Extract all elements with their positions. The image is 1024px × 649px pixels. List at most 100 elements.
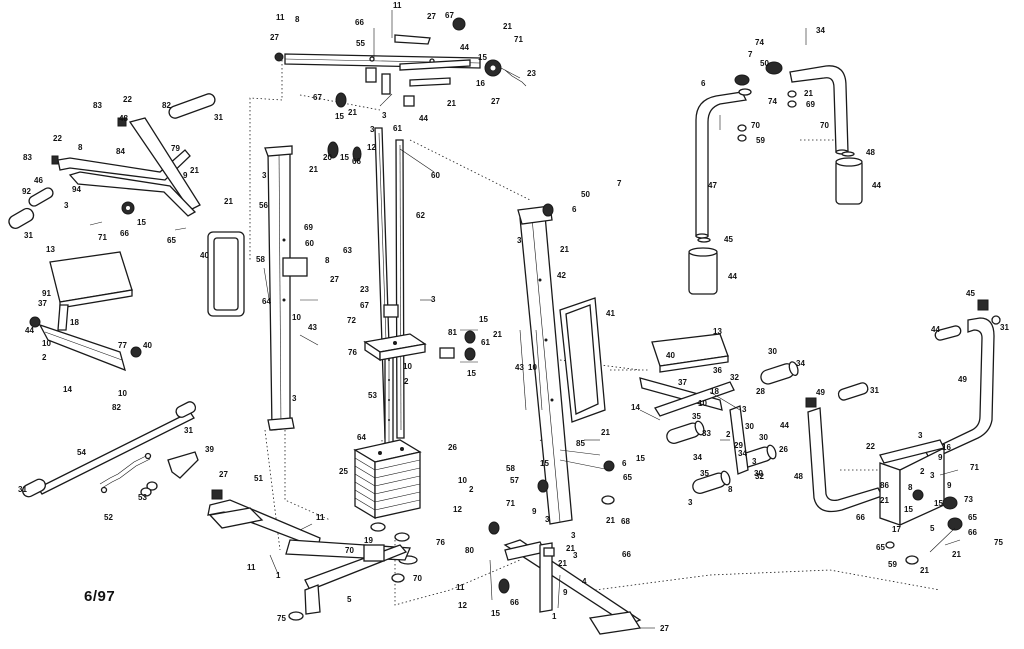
part-callout: 91 bbox=[42, 289, 51, 298]
part-callout: 23 bbox=[360, 285, 369, 294]
arm-pulleys bbox=[734, 61, 797, 142]
part-callout: 34 bbox=[816, 26, 825, 35]
part-callout: 66 bbox=[120, 229, 129, 238]
part-callout: 44 bbox=[460, 43, 469, 52]
back-pad-41 bbox=[559, 297, 606, 423]
part-callout: 9 bbox=[938, 453, 943, 462]
part-callout: 2 bbox=[726, 430, 731, 439]
part-callout: 3 bbox=[742, 405, 747, 414]
part-callout: 45 bbox=[966, 289, 975, 298]
arm-46 bbox=[695, 91, 747, 239]
part-callout: 20 bbox=[323, 153, 332, 162]
part-callout: 84 bbox=[116, 147, 125, 156]
part-callout: 10 bbox=[528, 363, 537, 372]
part-callout: 2 bbox=[469, 485, 474, 494]
part-callout: 8 bbox=[325, 256, 330, 265]
part-callout: 6 bbox=[622, 459, 627, 468]
part-callout: 3 bbox=[688, 498, 693, 507]
part-callout: 22 bbox=[123, 95, 132, 104]
part-callout: 66 bbox=[510, 598, 519, 607]
part-callout: 21 bbox=[503, 22, 512, 31]
part-callout: 35 bbox=[700, 469, 709, 478]
part-callout: 69 bbox=[806, 100, 815, 109]
part-callout: 69 bbox=[304, 223, 313, 232]
part-callout: 18 bbox=[710, 387, 719, 396]
part-callout: 3 bbox=[930, 471, 935, 480]
part-callout: 34 bbox=[796, 359, 805, 368]
part-callout: 66 bbox=[856, 513, 865, 522]
part-callout: 67 bbox=[445, 11, 454, 20]
part-callout: 22 bbox=[53, 134, 62, 143]
part-callout: 43 bbox=[308, 323, 317, 332]
part-callout: 21 bbox=[560, 245, 569, 254]
part-callout: 15 bbox=[540, 459, 549, 468]
part-callout: 15 bbox=[904, 505, 913, 514]
part-callout: 30 bbox=[768, 347, 777, 356]
pec-bracket-73 bbox=[879, 439, 963, 565]
part-callout: 27 bbox=[330, 275, 339, 284]
part-callout: 30 bbox=[759, 433, 768, 442]
part-callout: 32 bbox=[755, 472, 764, 481]
part-callout: 3 bbox=[64, 201, 69, 210]
part-callout: 3 bbox=[573, 551, 578, 560]
part-callout: 21 bbox=[952, 550, 961, 559]
part-callout: 10 bbox=[42, 339, 51, 348]
part-callout: 15 bbox=[934, 499, 943, 508]
part-callout: 22 bbox=[866, 442, 875, 451]
part-callout: 21 bbox=[309, 165, 318, 174]
part-callout: 27 bbox=[491, 97, 500, 106]
part-callout: 50 bbox=[760, 59, 769, 68]
seat-13-right bbox=[639, 333, 735, 417]
part-callout: 33 bbox=[702, 429, 711, 438]
part-callout: 3 bbox=[262, 171, 267, 180]
top-crossbar-55 bbox=[274, 10, 481, 107]
part-callout: 44 bbox=[728, 272, 737, 281]
part-callout: 53 bbox=[138, 493, 147, 502]
part-callout: 13 bbox=[46, 245, 55, 254]
part-callout: 75 bbox=[277, 614, 286, 623]
part-callout: 64 bbox=[357, 433, 366, 442]
part-callout: 44 bbox=[419, 114, 428, 123]
part-callout: 11 bbox=[247, 563, 256, 572]
part-callout: 21 bbox=[566, 544, 575, 553]
date-code: 6/97 bbox=[84, 588, 116, 605]
part-callout: 3 bbox=[752, 457, 757, 466]
arm-47 bbox=[789, 65, 849, 155]
base-left-51 bbox=[207, 489, 411, 621]
part-callout: 11 bbox=[276, 13, 285, 22]
pulley-bracket-61 bbox=[439, 329, 478, 363]
part-callout: 71 bbox=[514, 35, 523, 44]
bar-54 bbox=[22, 401, 197, 498]
part-callout: 61 bbox=[393, 124, 402, 133]
part-callout: 86 bbox=[880, 481, 889, 490]
part-callout: 13 bbox=[713, 327, 722, 336]
part-callout: 8 bbox=[908, 483, 913, 492]
part-callout: 8 bbox=[728, 485, 733, 494]
part-callout: 51 bbox=[254, 474, 263, 483]
part-callout: 77 bbox=[118, 341, 127, 350]
part-callout: 6 bbox=[701, 79, 706, 88]
part-callout: 2 bbox=[42, 353, 47, 362]
part-callout: 31 bbox=[1000, 323, 1009, 332]
part-callout: 58 bbox=[506, 464, 515, 473]
part-callout: 49 bbox=[816, 388, 825, 397]
part-callout: 27 bbox=[270, 33, 279, 42]
part-callout: 48 bbox=[866, 148, 875, 157]
part-callout: 44 bbox=[872, 181, 881, 190]
part-callout: 5 bbox=[347, 595, 352, 604]
part-callout: 61 bbox=[481, 338, 490, 347]
part-callout: 65 bbox=[623, 473, 632, 482]
part-callout: 2 bbox=[920, 467, 925, 476]
part-callout: 21 bbox=[606, 516, 615, 525]
part-callout: 31 bbox=[214, 113, 223, 122]
base-center-4 bbox=[503, 539, 642, 635]
part-callout: 41 bbox=[606, 309, 615, 318]
arm-48 bbox=[805, 382, 883, 513]
part-callout: 35 bbox=[692, 412, 701, 421]
part-callout: 28 bbox=[756, 387, 765, 396]
part-callout: 44 bbox=[25, 326, 34, 335]
part-callout: 54 bbox=[77, 448, 86, 457]
arm-49 bbox=[925, 299, 1001, 461]
